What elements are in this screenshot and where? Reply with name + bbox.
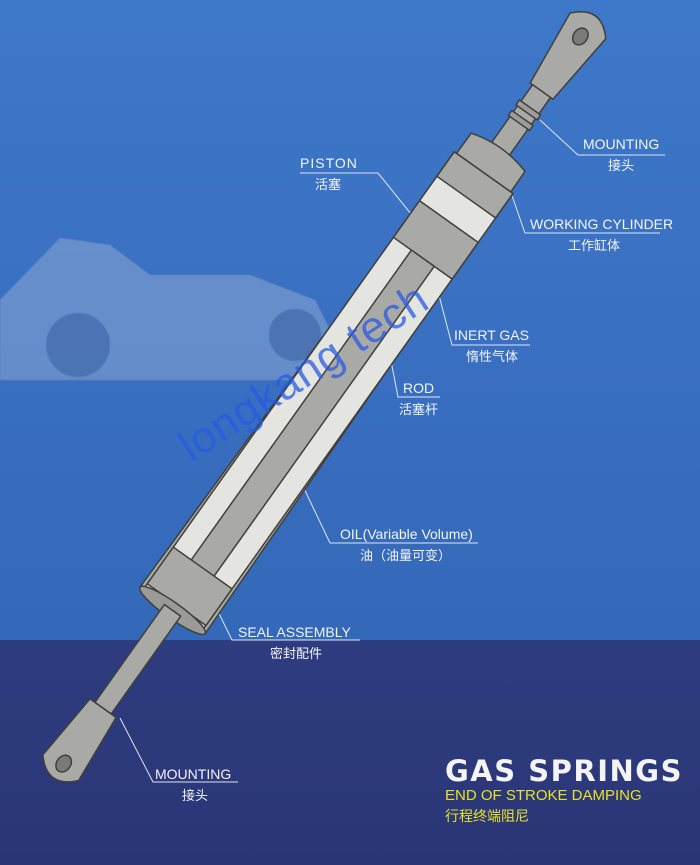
label-mounting-bottom: MOUNTING 接头: [155, 766, 231, 804]
label-en: PISTON: [300, 155, 358, 171]
label-en: SEAL ASSEMBLY: [238, 624, 351, 640]
subtitle: END OF STROKE DAMPING: [445, 787, 642, 804]
label-inert-gas: INERT GAS 惰性气体: [454, 327, 529, 365]
label-zh: 活塞杆: [399, 402, 439, 417]
label-oil: OIL(Variable Volume) 油（油量可变）: [340, 526, 473, 564]
label-en: MOUNTING: [583, 136, 660, 152]
label-en: INERT GAS: [454, 327, 529, 343]
label-zh: 惰性气体: [466, 349, 519, 364]
car-image: [0, 237, 331, 381]
label-zh: 工作缸体: [568, 238, 621, 253]
exposed-rod: [93, 603, 182, 716]
label-en: WORKING CYLINDER: [530, 216, 674, 232]
label-seal-assembly: SEAL ASSEMBLY 密封配件: [238, 624, 351, 662]
label-en: OIL(Variable Volume): [340, 526, 473, 542]
label-en: MOUNTING: [155, 766, 232, 782]
title-gas-springs: GAS SPRINGS: [445, 754, 683, 788]
subtitle-zh: 行程终端阻尼: [445, 808, 529, 824]
label-mounting-top: MOUNTING 接头: [583, 136, 659, 174]
label-zh: 油（油量可变）: [360, 548, 452, 563]
label-rod: ROD 活塞杆: [399, 380, 438, 418]
label-zh: 活塞: [315, 177, 342, 192]
label-en: ROD: [403, 380, 435, 396]
label-piston: PISTON 活塞: [300, 155, 358, 193]
label-zh: 接头: [182, 788, 209, 803]
label-working-cylinder: WORKING CYLINDER 工作缸体: [530, 216, 673, 254]
label-zh: 接头: [608, 158, 635, 173]
label-zh: 密封配件: [270, 646, 323, 661]
gas-spring: [42, 11, 607, 783]
